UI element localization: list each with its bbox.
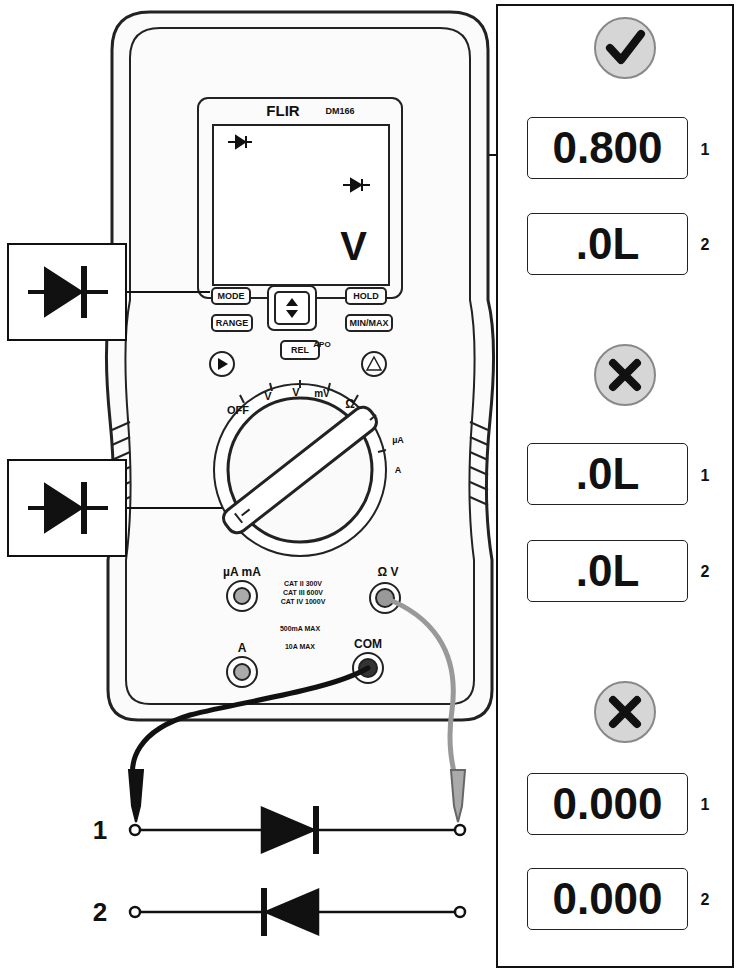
diode-callout	[8, 244, 222, 556]
callout-number: 1	[93, 817, 107, 843]
callout-number: 2	[93, 899, 107, 925]
callout-number: 1	[701, 797, 710, 813]
rating-text: 500mA MAX	[280, 625, 320, 632]
check-icon	[595, 18, 655, 78]
button-label: MODE	[218, 291, 245, 301]
range-button: RANGE	[211, 314, 253, 332]
callout-number: 1	[701, 468, 710, 484]
callout-number: 1	[701, 142, 710, 158]
dial-label: mV	[314, 389, 330, 399]
meter-readout: 0.000	[527, 773, 688, 835]
unit-symbol: V	[340, 224, 367, 269]
button-label: MIN/MAX	[350, 318, 389, 328]
dial-label: Ω	[345, 398, 355, 410]
callout-number: 2	[701, 237, 710, 253]
rating-text: CAT II 300V	[284, 580, 322, 587]
rating-text: CAT IV 1000V	[281, 598, 326, 605]
button-label: RANGE	[216, 318, 249, 328]
readout-value: .0L	[576, 219, 640, 269]
terminal-label: COM	[354, 638, 382, 650]
meter-readout: 0.000	[527, 868, 688, 930]
readout-value: 0.800	[552, 123, 662, 173]
button-label: REL	[291, 345, 309, 355]
rating-text: CAT III 600V	[283, 589, 323, 596]
rating-text: 10A MAX	[285, 643, 315, 650]
dial-label: OFF	[227, 405, 249, 416]
dial-label: V	[264, 391, 271, 402]
meter-readout: .0L	[527, 213, 688, 275]
meter-readout: .0L	[527, 540, 688, 602]
readout-value: .0L	[576, 449, 640, 499]
terminal-label: Ω V	[378, 566, 399, 578]
input-terminal	[227, 581, 400, 687]
cross-icon	[595, 345, 655, 405]
callout-number: 2	[701, 892, 710, 908]
readout-value: 0.000	[552, 779, 662, 829]
meter-readout: 0.800	[527, 117, 688, 179]
arrow-button	[268, 286, 316, 330]
result-panel	[497, 5, 733, 967]
rotary-dial	[214, 380, 386, 556]
diode-circuit	[130, 806, 465, 936]
hold-button: HOLD	[345, 287, 387, 305]
dial-label: V	[292, 387, 299, 398]
lcd-display: V	[213, 125, 389, 285]
terminal-label: µA mA	[223, 566, 261, 578]
terminal-label: A	[238, 642, 247, 654]
cross-icon	[595, 682, 655, 742]
dial-label: A	[395, 466, 402, 475]
meter-body	[106, 12, 493, 720]
button-label: HOLD	[353, 291, 379, 301]
readout-value: .0L	[576, 546, 640, 596]
brand-name: FLIR	[266, 103, 299, 118]
minmax-button: MIN/MAX	[345, 314, 393, 332]
readout-value: 0.000	[552, 874, 662, 924]
callout-number: 2	[701, 564, 710, 580]
button-caption: APO	[313, 341, 330, 349]
model-number: DM166	[325, 107, 354, 116]
display-diode-symbol	[228, 136, 370, 191]
dial-label: µA	[392, 436, 404, 445]
test-lead	[129, 598, 465, 822]
mode-button: MODE	[211, 287, 251, 305]
meter-readout: .0L	[527, 443, 688, 505]
